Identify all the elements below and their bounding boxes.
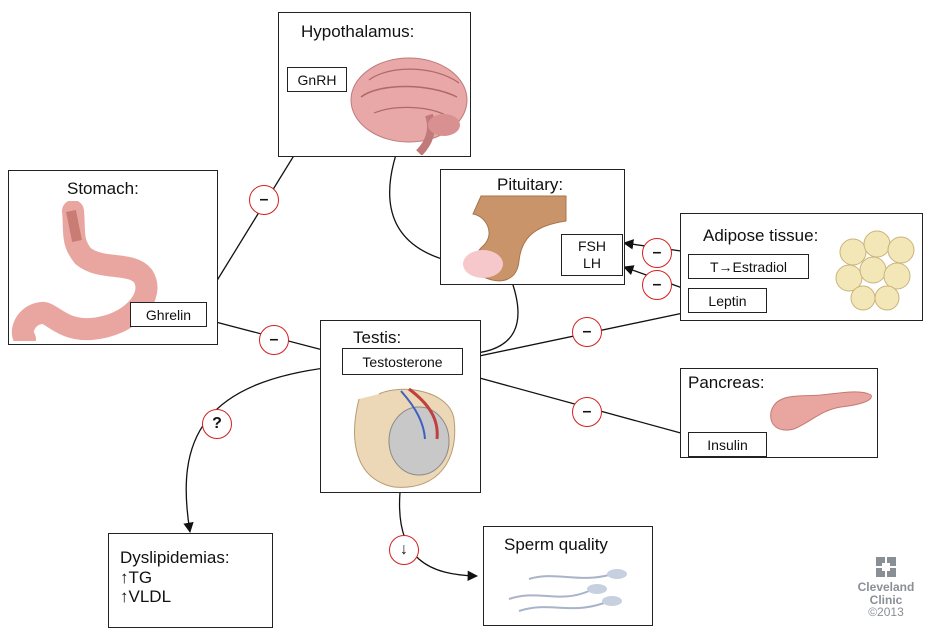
testis-box: Testis: bbox=[320, 320, 481, 493]
testosterone-dyslipidemia-arrow bbox=[186, 366, 342, 532]
sperm-box: Sperm quality bbox=[483, 526, 653, 626]
sign-ghrelin-testosterone: – bbox=[259, 325, 289, 355]
logo-line-1: Cleveland bbox=[846, 581, 926, 594]
testis-title: Testis: bbox=[353, 328, 401, 348]
ghrelin-label: Ghrelin bbox=[130, 302, 207, 327]
testis-to-sperm-arrow bbox=[400, 492, 477, 576]
cleveland-clinic-mark-icon bbox=[875, 556, 897, 578]
dyslipidemias-title: Dyslipidemias: bbox=[120, 548, 230, 568]
pancreas-title: Pancreas: bbox=[688, 373, 765, 393]
sign-ghrelin-gnrh: – bbox=[249, 185, 279, 215]
sperm-illustration bbox=[499, 559, 639, 619]
sign-estradiol-pituitary: – bbox=[642, 238, 672, 268]
gnrh-label: GnRH bbox=[287, 67, 347, 92]
testosterone-label: Testosterone bbox=[342, 348, 463, 375]
dyslipidemias-text: Dyslipidemias: ↑TG ↑VLDL bbox=[120, 548, 230, 607]
lh-text: LH bbox=[562, 255, 622, 272]
pancreas-illustration bbox=[766, 377, 876, 437]
testis-illustration bbox=[339, 379, 469, 489]
sign-leptin-testosterone: – bbox=[572, 317, 602, 347]
pituitary-title: Pituitary: bbox=[497, 175, 563, 195]
leptin-label: Leptin bbox=[688, 288, 767, 313]
pituitary-illustration bbox=[451, 186, 571, 296]
sign-dyslipidemia-link: ? bbox=[202, 409, 232, 439]
stomach-title: Stomach: bbox=[67, 179, 139, 199]
vldl-text: ↑VLDL bbox=[120, 587, 230, 607]
fsh-text: FSH bbox=[562, 238, 622, 255]
hypothalamus-title: Hypothalamus: bbox=[301, 22, 414, 42]
cleveland-clinic-logo: Cleveland Clinic ©2013 bbox=[846, 556, 926, 619]
logo-line-3: ©2013 bbox=[846, 606, 926, 619]
adipose-title: Adipose tissue: bbox=[703, 226, 818, 246]
estradiol-label: T→Estradiol bbox=[688, 254, 809, 279]
sperm-title: Sperm quality bbox=[504, 535, 608, 555]
insulin-label: Insulin bbox=[688, 432, 767, 457]
sign-insulin-testosterone: – bbox=[572, 397, 602, 427]
dyslipidemias-box: Dyslipidemias: ↑TG ↑VLDL bbox=[108, 533, 273, 628]
sign-sperm-link: ↓ bbox=[389, 535, 419, 565]
sign-leptin-pituitary: – bbox=[642, 270, 672, 300]
fat-cells-illustration bbox=[831, 222, 921, 312]
tg-text: ↑TG bbox=[120, 568, 230, 588]
fsh-lh-label: FSH LH bbox=[561, 234, 623, 276]
